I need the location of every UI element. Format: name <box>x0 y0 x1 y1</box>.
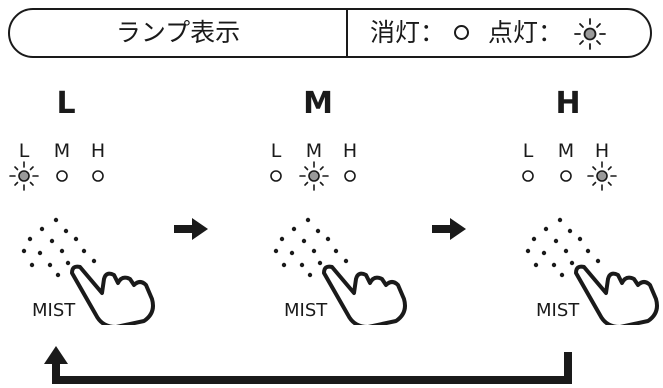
level-label-m: M <box>303 86 333 121</box>
mist-button-label: MIST <box>536 300 580 321</box>
lamp-label-m: M <box>305 140 323 162</box>
arrow-right-icon <box>432 218 466 240</box>
lamp-l-off-icon <box>270 170 282 182</box>
stage-l: L M H MIST <box>6 140 156 335</box>
legend-divider <box>346 10 348 56</box>
lamp-h-off-icon <box>344 170 356 182</box>
lamp-label-h: H <box>594 140 610 162</box>
lamp-label-h: H <box>342 140 358 162</box>
lamp-label-m: M <box>53 140 71 162</box>
pointing-hand-icon[interactable] <box>510 215 660 325</box>
lamp-m-off-icon <box>56 170 68 182</box>
stage-m: L M H MIST <box>258 140 408 335</box>
legend-on-label: 点灯： <box>488 18 564 47</box>
lamp-on-icon <box>574 18 606 50</box>
lamp-row <box>6 160 116 192</box>
mist-button-label: MIST <box>284 300 328 321</box>
lamp-labels: L M H <box>258 140 368 164</box>
lamp-off-icon <box>454 25 469 40</box>
mist-button-label: MIST <box>32 300 76 321</box>
stage-h: L M H MIST <box>510 140 660 335</box>
level-label-h: H <box>555 86 581 121</box>
lamp-label-l: L <box>270 140 282 162</box>
pointing-hand-icon[interactable] <box>258 215 408 325</box>
legend-off-label: 消灯： <box>370 18 446 47</box>
lamp-legend: ランプ表示 消灯： 点灯： <box>8 8 652 58</box>
arrow-right-icon <box>174 218 208 240</box>
lamp-label-m: M <box>557 140 575 162</box>
level-label-l: L <box>56 86 76 121</box>
lamp-l-off-icon <box>522 170 534 182</box>
lamp-row <box>258 160 368 192</box>
lamp-label-l: L <box>18 140 30 162</box>
pointing-hand-icon[interactable] <box>6 215 156 325</box>
lamp-labels: L M H <box>510 140 620 164</box>
lamp-l-on-icon <box>9 161 39 191</box>
legend-title: ランプ表示 <box>115 18 241 47</box>
lamp-h-on-icon <box>587 161 617 191</box>
lamp-m-on-icon <box>299 161 329 191</box>
lamp-label-l: L <box>522 140 534 162</box>
lamp-label-h: H <box>90 140 106 162</box>
lamp-labels: L M H <box>6 140 116 164</box>
lamp-h-off-icon <box>92 170 104 182</box>
lamp-row <box>510 160 620 192</box>
lamp-m-off-icon <box>560 170 572 182</box>
